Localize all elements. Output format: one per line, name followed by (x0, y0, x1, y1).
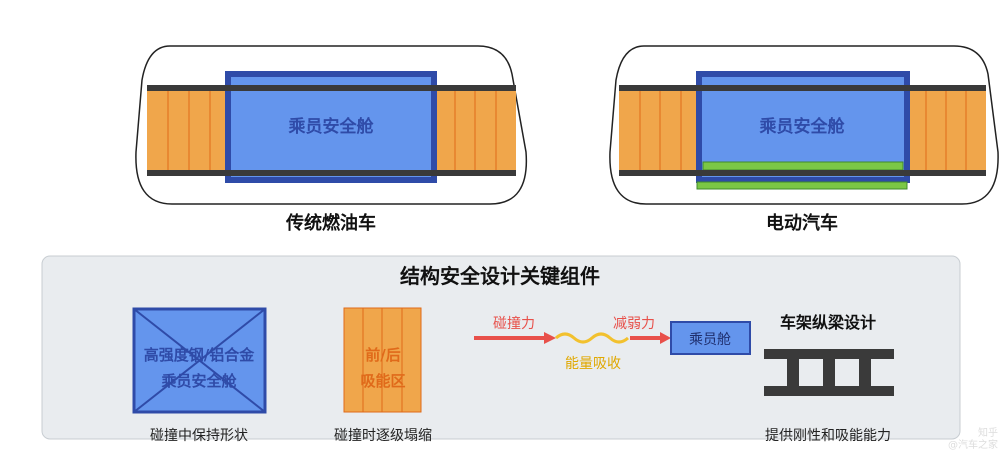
crumple-component: 前/后 吸能区 碰撞时逐级塌缩 (334, 307, 432, 444)
cabin-component-line1: 高强度钢/铝合金 (144, 346, 255, 364)
impact-force-arrow-head (544, 332, 556, 344)
force-flow: 碰撞力 能量吸收 减弱力 乘员舱 (474, 316, 751, 372)
frame-caption: 提供刚性和吸能能力 (765, 428, 891, 444)
ice-passenger-cabin (225, 71, 437, 183)
frame-component: 车架纵梁设计 提供刚性和吸能能力 (764, 313, 894, 444)
target-cabin-box (670, 321, 751, 355)
cabin-component: 高强度钢/铝合金 乘员安全舱 碰撞中保持形状 (132, 307, 267, 444)
ev-battery-underbody (696, 181, 908, 190)
ladder-frame-icon (764, 349, 894, 396)
reduced-force-arrow-head (660, 332, 671, 344)
panel-background (41, 255, 961, 440)
cabin-cross-line-b (133, 308, 266, 413)
crumple-component-caption: 碰撞时逐级塌缩 (334, 428, 432, 444)
energy-absorb-label: 能量吸收 (565, 356, 621, 372)
watermark: 知乎 @汽车之家 (948, 428, 998, 452)
ice-cabin-label: 乘员安全舱 (288, 116, 375, 137)
reduced-force-label: 减弱力 (613, 316, 655, 332)
panel-title: 结构安全设计关键组件 (400, 264, 600, 288)
crumple-component-line1: 前/后 (365, 346, 400, 364)
cabin-component-caption: 碰撞中保持形状 (150, 428, 248, 444)
watermark-line1: 知乎 (978, 428, 998, 439)
key-components-panel: 结构安全设计关键组件 高强度钢/铝合金 乘员安全舱 碰撞中保持形状 前/后 吸能… (41, 255, 961, 444)
ev-lower-rail (619, 170, 986, 176)
ice-front-crumple-zone (147, 88, 231, 176)
ev-cabin-label: 乘员安全舱 (759, 116, 846, 137)
ev-rear-crumple-zone (906, 88, 986, 176)
target-cabin-label: 乘员舱 (689, 332, 731, 348)
ice-car-diagram: 乘员安全舱 传统燃油车 (135, 45, 528, 234)
cabin-component-line2: 乘员安全舱 (160, 372, 237, 390)
crumple-component-line2: 吸能区 (360, 372, 405, 390)
watermark-line2: @汽车之家 (948, 440, 998, 451)
ev-upper-rail (619, 85, 986, 91)
ice-lower-rail (147, 170, 516, 176)
ice-upper-rail (147, 85, 516, 91)
energy-absorb-wave (555, 332, 629, 344)
ice-rear-crumple-zone (434, 88, 516, 176)
frame-title: 车架纵梁设计 (780, 313, 876, 332)
ev-front-crumple-zone (619, 88, 701, 176)
impact-force-label: 碰撞力 (493, 316, 535, 332)
ev-battery-pack (702, 161, 904, 171)
ice-car-title: 传统燃油车 (285, 212, 376, 234)
ev-car-title: 电动汽车 (766, 212, 838, 234)
ev-car-diagram: 乘员安全舱 电动汽车 (609, 45, 999, 234)
